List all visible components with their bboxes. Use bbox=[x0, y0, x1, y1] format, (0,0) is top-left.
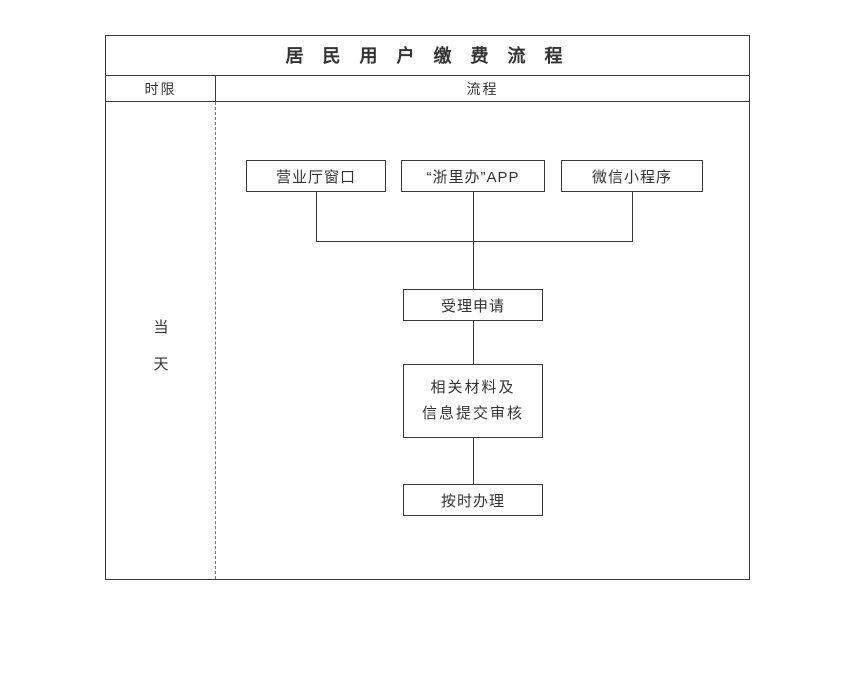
source-box-business-hall: 营业厅窗口 bbox=[246, 160, 386, 192]
connector-line bbox=[473, 438, 474, 484]
connector-line bbox=[632, 192, 633, 241]
source-box-zheliban-app: “浙里办”APP bbox=[401, 160, 545, 192]
step-box-accept-application: 受理申请 bbox=[403, 289, 543, 321]
connector-line bbox=[473, 321, 474, 364]
timeline-label-line2: 天 bbox=[153, 356, 169, 373]
step-box-timely-processing: 按时办理 bbox=[403, 484, 543, 516]
connector-line bbox=[316, 241, 633, 242]
step-box-materials-review-line2: 信息提交审核 bbox=[421, 405, 524, 422]
source-box-wechat-miniprogram: 微信小程序 bbox=[561, 160, 703, 192]
timeline-column: 当 天 bbox=[106, 102, 216, 579]
flowchart-frame: 居 民 用 户 缴 费 流 程 时限 流程 当 天 营业厅窗口 “浙里办”APP… bbox=[105, 35, 750, 580]
timeline-label-line1: 当 bbox=[153, 319, 169, 336]
connector-line bbox=[473, 192, 474, 241]
column-header-time-limit: 时限 bbox=[106, 76, 216, 101]
column-header-process: 流程 bbox=[466, 80, 499, 97]
flowchart-body: 当 天 营业厅窗口 “浙里办”APP 微信小程序 受理申请 相关材料及 信息提交… bbox=[106, 102, 749, 579]
step-box-materials-review: 相关材料及 信息提交审核 bbox=[403, 364, 543, 438]
column-header-row: 时限 流程 bbox=[106, 76, 749, 102]
timeline-label: 当 天 bbox=[106, 309, 216, 383]
connector-line bbox=[316, 192, 317, 241]
connector-line bbox=[473, 241, 474, 289]
step-box-materials-review-line1: 相关材料及 bbox=[430, 379, 516, 396]
flowchart-title: 居 民 用 户 缴 费 流 程 bbox=[106, 36, 749, 76]
